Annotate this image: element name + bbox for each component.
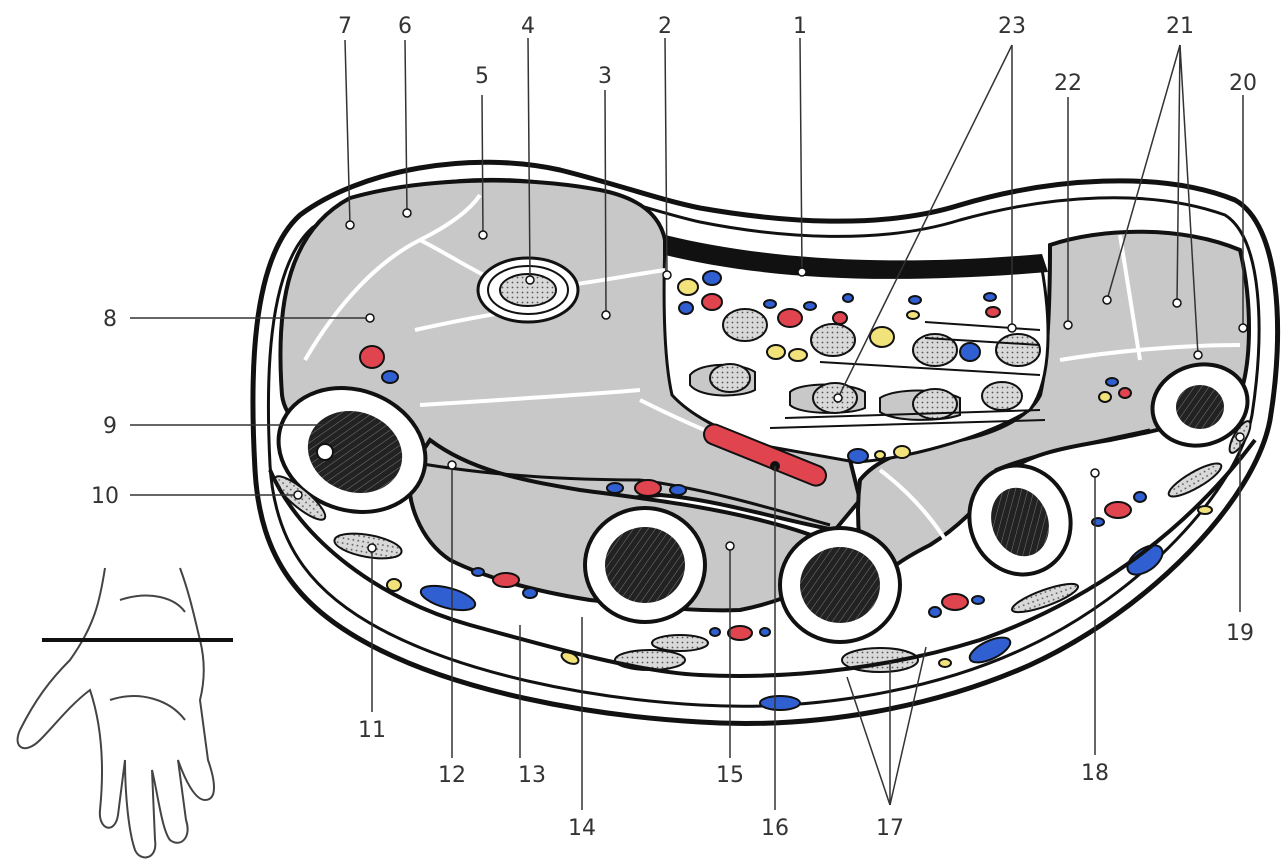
label-22: 22 xyxy=(1054,71,1082,96)
label-18: 18 xyxy=(1081,761,1109,786)
label-4: 4 xyxy=(521,14,535,39)
label-13: 13 xyxy=(518,763,546,788)
label-1: 1 xyxy=(793,14,807,39)
label-2: 2 xyxy=(658,14,672,39)
label-8: 8 xyxy=(103,307,117,332)
label-16: 16 xyxy=(761,816,789,841)
label-5: 5 xyxy=(475,64,489,89)
label-19: 19 xyxy=(1226,621,1254,646)
label-14: 14 xyxy=(568,816,596,841)
label-20: 20 xyxy=(1229,71,1257,96)
label-15: 15 xyxy=(716,763,744,788)
label-3: 3 xyxy=(598,64,612,89)
label-9: 9 xyxy=(103,414,117,439)
label-23: 23 xyxy=(998,14,1026,39)
hand-orientation-icon xyxy=(18,568,233,857)
label-11: 11 xyxy=(358,718,386,743)
label-17: 17 xyxy=(876,816,904,841)
label-6: 6 xyxy=(398,14,412,39)
label-7: 7 xyxy=(338,14,352,39)
label-10: 10 xyxy=(91,484,119,509)
label-21: 21 xyxy=(1166,14,1194,39)
label-12: 12 xyxy=(438,763,466,788)
flexor-pollicis-tendon xyxy=(478,258,578,322)
